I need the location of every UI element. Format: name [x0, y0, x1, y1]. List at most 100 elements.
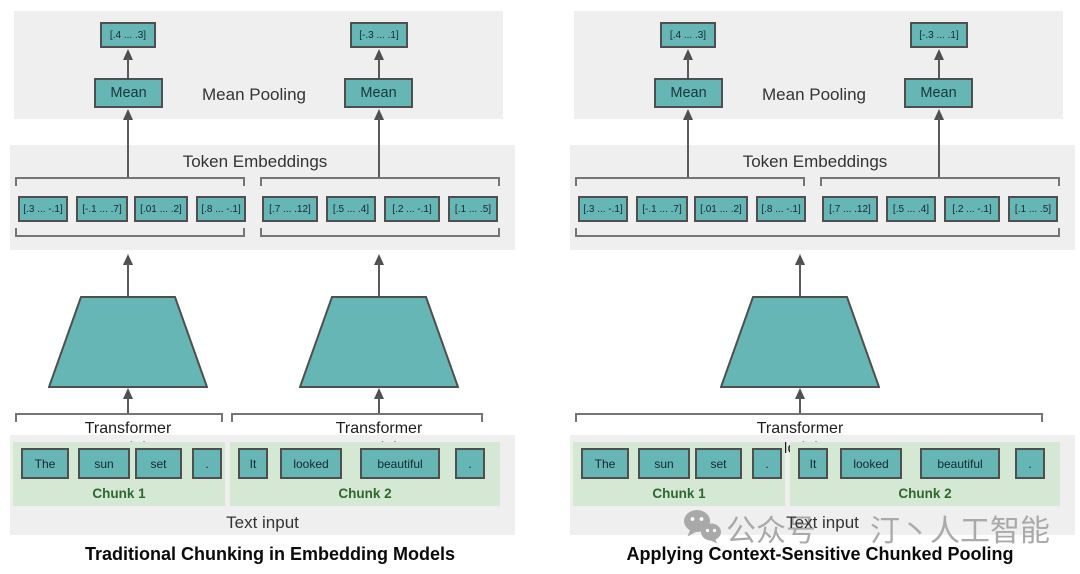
arrow-up-icon: [934, 109, 944, 120]
text-input-label: Text input: [226, 513, 299, 532]
token-embedding: [.8 ... -.1]: [756, 196, 806, 222]
connector-line: [687, 118, 689, 177]
token-embedding: [.5 ... .4]: [886, 196, 936, 222]
connector-line: [799, 397, 801, 414]
diagram-title-chunked-pooling: Applying Context-Sensitive Chunked Pooli…: [626, 544, 1014, 564]
token-word: The: [21, 448, 69, 479]
arrow-up-icon: [374, 109, 384, 120]
watermark-text-part1: 公众号: [726, 515, 816, 548]
token-embeddings-label: Token Embeddings: [742, 152, 888, 171]
token-embedding: [.2 ... -.1]: [944, 196, 1000, 222]
token-embedding: [.3 ... -.1]: [18, 196, 68, 222]
connector-line: [938, 58, 940, 78]
connector-line: [127, 263, 129, 296]
token-embedding: [.3 ... -.1]: [578, 196, 628, 222]
token-word: beautiful: [920, 448, 1000, 479]
arrow-up-icon: [683, 109, 693, 120]
chunk1-label: Chunk 1: [92, 485, 146, 501]
watermark-text-part2: 汀丶人工智能: [870, 515, 1050, 548]
token-word: The: [581, 448, 629, 479]
token-embedding: [.1 ... .5]: [448, 196, 498, 222]
arrow-up-icon: [683, 49, 693, 60]
trapezoid-shape: [47, 296, 209, 388]
chunk2-label: Chunk 2: [338, 485, 392, 501]
diagram-chunked-pooling: [.4 ... .3] [-.3 ... .1] Mean Mean Pooli…: [560, 0, 1080, 574]
arrow-up-icon: [795, 254, 805, 265]
connector-line: [378, 263, 380, 296]
mean-pooling-label: Mean Pooling: [202, 85, 306, 104]
chunk2-label: Chunk 2: [898, 485, 952, 501]
watermark-text: 公众号 汀丶人工智能: [726, 506, 1050, 550]
token-word: It: [798, 448, 828, 479]
token-embedding: [.7 ... .12]: [822, 196, 878, 222]
bracket-textinput-full: [575, 413, 1043, 422]
connector-line: [127, 118, 129, 177]
transformer-model-shared: Transformer Models: [719, 296, 881, 457]
token-word: .: [1015, 448, 1045, 479]
token-embedding: [.1 ... .5]: [1008, 196, 1058, 222]
chunk2-pooled-vector: [-.3 ... .1]: [350, 22, 408, 48]
transformer-model-chunk1: Transformer Models: [47, 296, 209, 457]
trapezoid-shape: [298, 296, 460, 388]
connector-line: [799, 263, 801, 296]
token-word: sun: [78, 448, 130, 479]
connector-line: [687, 58, 689, 78]
chunk1-pooled-vector: [.4 ... .3]: [660, 22, 716, 48]
chunk2-pooled-vector: [-.3 ... .1]: [910, 22, 968, 48]
mean-box-chunk1: Mean: [94, 78, 163, 108]
arrow-up-icon: [123, 388, 133, 399]
bracket-textinput-chunk1: [15, 413, 223, 422]
token-embedding: [.2 ... -.1]: [384, 196, 440, 222]
token-word: It: [238, 448, 268, 479]
token-embedding: [.8 ... -.1]: [196, 196, 246, 222]
bracket-chunk2-top: [260, 177, 500, 186]
arrow-up-icon: [123, 49, 133, 60]
token-word: .: [455, 448, 485, 479]
token-embedding: [-.1 ... .7]: [636, 196, 688, 222]
connector-line: [127, 58, 129, 78]
mean-box-chunk1: Mean: [654, 78, 723, 108]
bracket-chunk1-top: [575, 177, 805, 186]
bracket-chunk2-top: [820, 177, 1060, 186]
chunk1-label: Chunk 1: [652, 485, 706, 501]
token-word: set: [695, 448, 742, 479]
arrow-up-icon: [123, 109, 133, 120]
mean-box-chunk2: Mean: [344, 78, 413, 108]
token-embedding: [.01 ... .2]: [694, 196, 748, 222]
mean-box-chunk2: Mean: [904, 78, 973, 108]
diagram-traditional-chunking: [.4 ... .3] [-.3 ... .1] Mean Mean Pooli…: [10, 11, 515, 564]
arrow-up-icon: [374, 49, 384, 60]
bracket-all-tokens-bottom: [575, 228, 1060, 237]
bracket-chunk1-top: [15, 177, 245, 186]
connector-line: [378, 118, 380, 177]
token-word: set: [135, 448, 182, 479]
mean-pooling-label: Mean Pooling: [762, 85, 866, 104]
arrow-up-icon: [374, 388, 384, 399]
bracket-chunk2-bottom: [260, 228, 500, 237]
bracket-chunk1-bottom: [15, 228, 245, 237]
trapezoid-shape: [719, 296, 881, 388]
arrow-up-icon: [934, 49, 944, 60]
arrow-up-icon: [374, 254, 384, 265]
chunk1-pooled-vector: [.4 ... .3]: [100, 22, 156, 48]
token-embedding: [.7 ... .12]: [262, 196, 318, 222]
diagram-title-traditional: Traditional Chunking in Embedding Models: [84, 544, 455, 564]
token-word: looked: [280, 448, 342, 479]
connector-line: [127, 397, 129, 414]
token-word: .: [752, 448, 782, 479]
token-word: looked: [840, 448, 902, 479]
token-word: .: [192, 448, 222, 479]
transformer-model-chunk2: Transformer Models: [298, 296, 460, 457]
text-input-label: Text input: [786, 513, 859, 532]
arrow-up-icon: [795, 388, 805, 399]
token-word: sun: [638, 448, 690, 479]
arrow-up-icon: [123, 254, 133, 265]
wechat-icon: [682, 508, 722, 544]
token-embedding: [.01 ... .2]: [134, 196, 188, 222]
connector-line: [938, 118, 940, 177]
token-embeddings-label: Token Embeddings: [182, 152, 328, 171]
connector-line: [378, 397, 380, 414]
token-embedding: [-.1 ... .7]: [76, 196, 128, 222]
token-word: beautiful: [360, 448, 440, 479]
